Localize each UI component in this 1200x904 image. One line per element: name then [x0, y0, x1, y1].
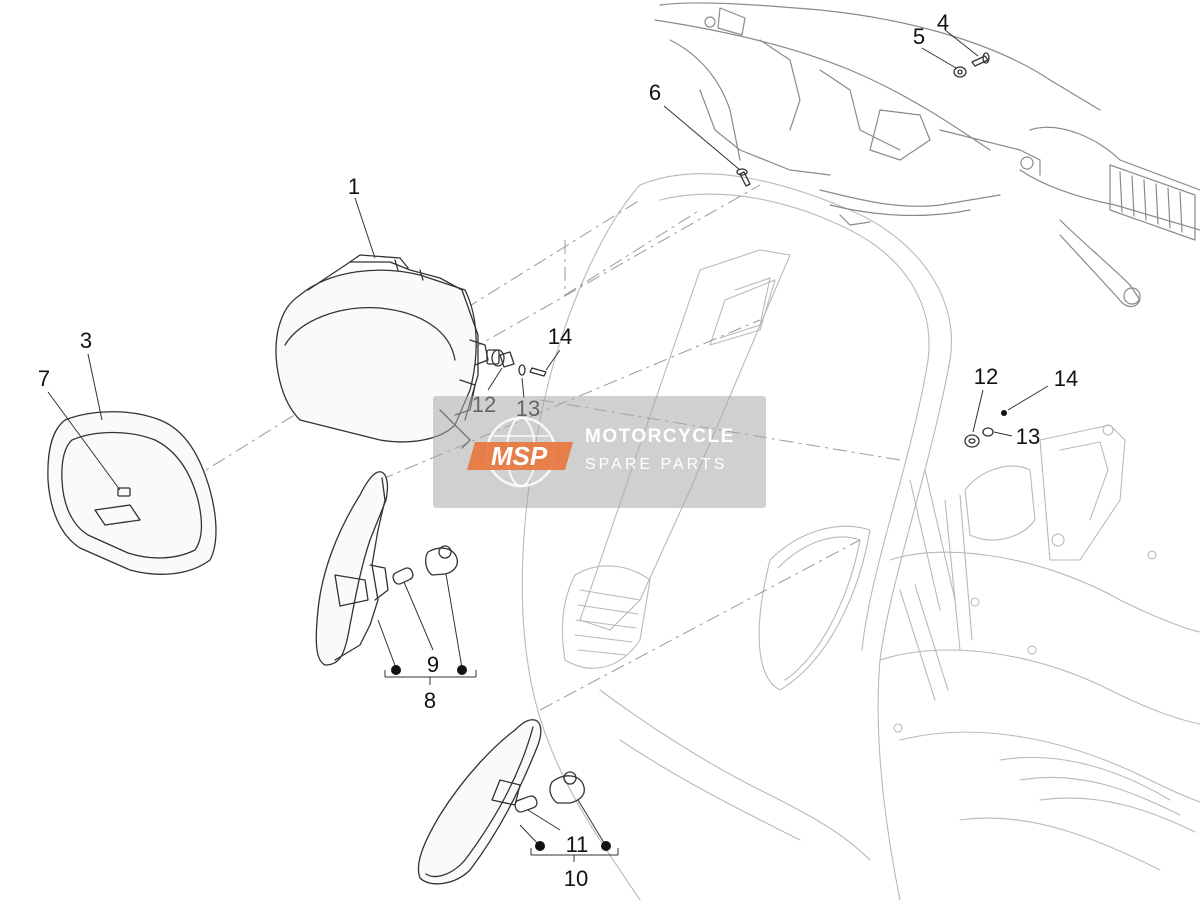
callout-5: 5 — [913, 24, 925, 49]
callout-10: 10 — [564, 866, 588, 891]
scooter-body-ghost — [521, 173, 1200, 901]
callout-7: 7 — [38, 366, 50, 391]
callout-3: 3 — [80, 328, 92, 353]
callout-14-left: 14 — [548, 324, 572, 349]
callout-12-right: 12 — [974, 364, 998, 389]
headlight-frame — [47, 411, 217, 575]
watermark-line-1: MOTORCYCLE — [585, 426, 735, 447]
callout-11: 11 — [566, 832, 589, 857]
callout-14-right: 14 — [1054, 366, 1078, 391]
callout-6: 6 — [649, 80, 661, 105]
msp-logo-icon: MSP — [467, 416, 573, 488]
turn-signal-left — [315, 471, 459, 666]
callout-13-right: 13 — [1016, 424, 1040, 449]
callout-8: 8 — [424, 688, 436, 713]
callout-dots — [391, 665, 611, 851]
handlebar-ghost — [654, 2, 1200, 308]
callout-9: 9 — [427, 652, 439, 677]
watermark-line-2: SPARE PARTS — [585, 456, 728, 473]
leader-lines — [47, 29, 1049, 862]
callout-labels: 1 3 4 5 6 7 8 9 10 11 12 12 13 13 14 14 — [38, 10, 1078, 891]
callout-1: 1 — [348, 174, 360, 199]
watermark-banner: MSP MOTORCYCLE SPARE PARTS — [433, 396, 766, 508]
watermark-badge: MSP — [491, 441, 548, 471]
turn-signal-right — [417, 719, 585, 885]
callout-4: 4 — [937, 10, 949, 35]
fasteners — [499, 52, 1007, 448]
